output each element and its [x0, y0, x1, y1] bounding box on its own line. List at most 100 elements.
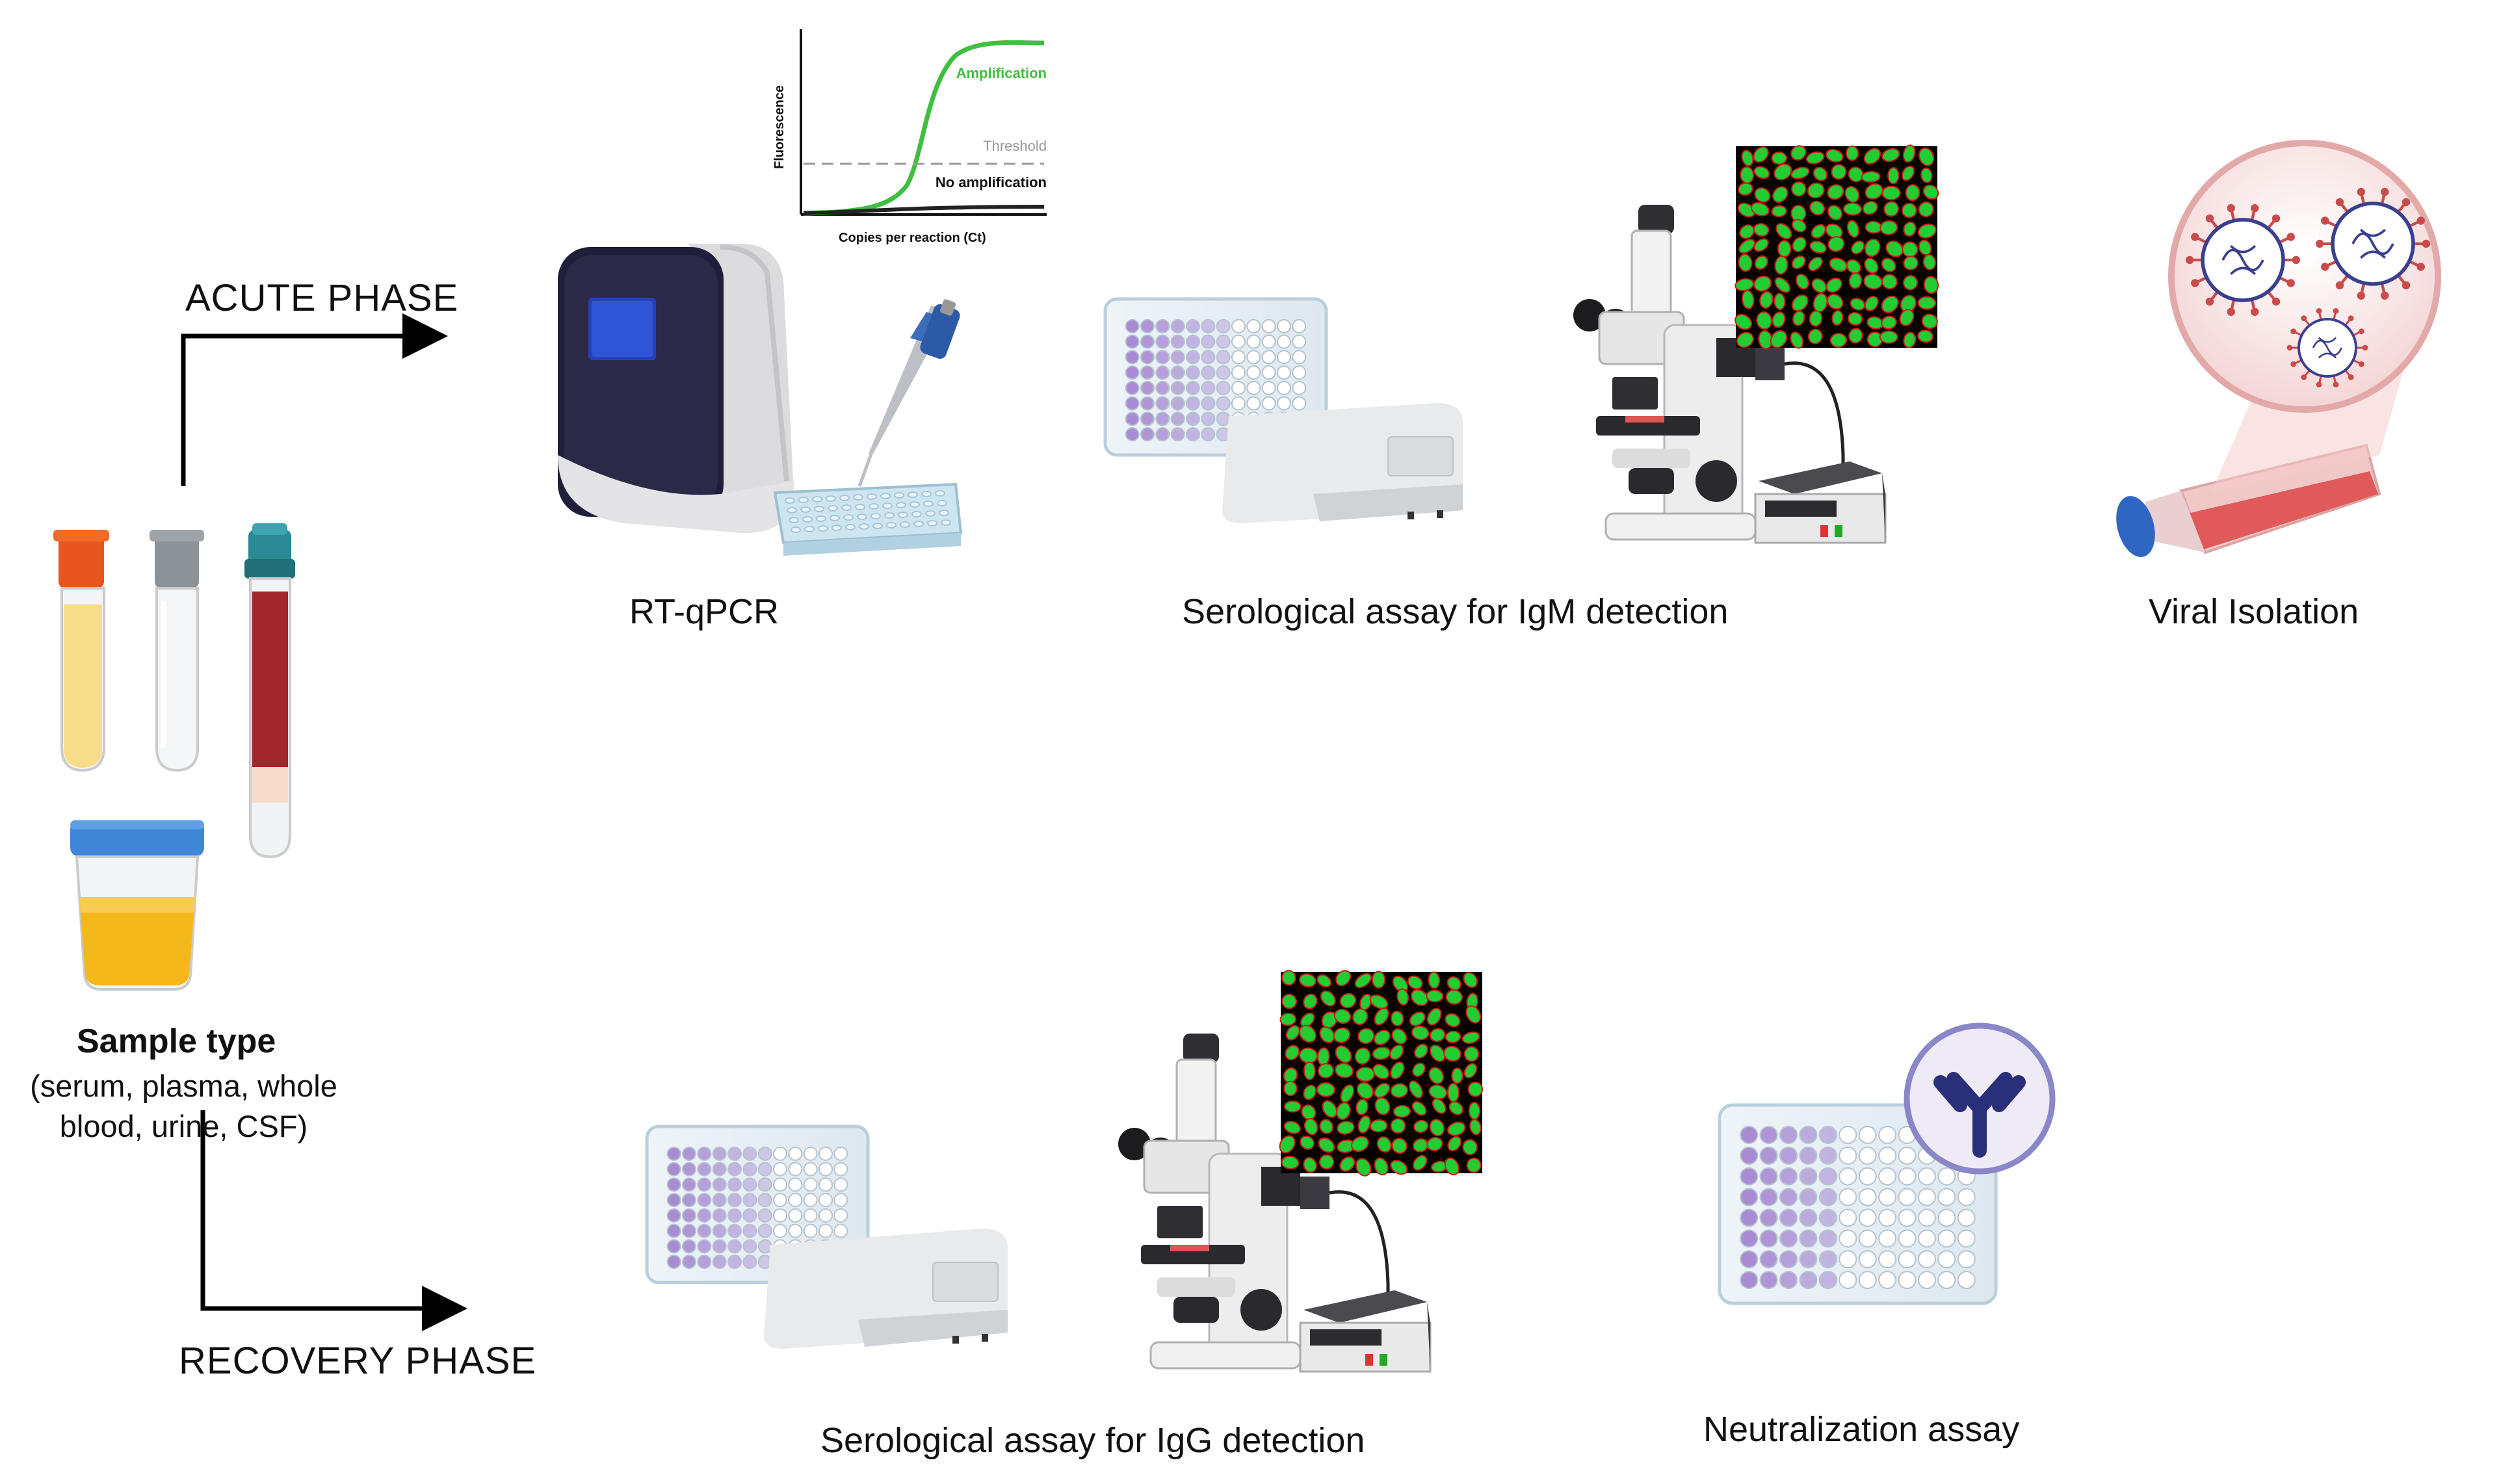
- plate-well: [1937, 1250, 1956, 1269]
- plate-well: [1216, 396, 1231, 411]
- plate-well: [697, 1162, 712, 1177]
- fluorescent-cell: [1407, 975, 1423, 990]
- fluorescent-cell: [1848, 328, 1863, 344]
- plate-well: [1170, 319, 1185, 333]
- plate-well: [1957, 1208, 1976, 1227]
- plate-well: [682, 1223, 696, 1238]
- fluorescent-cell: [1318, 1154, 1335, 1170]
- plate-well: [666, 1193, 681, 1208]
- fluorescent-cell: [1351, 1136, 1369, 1152]
- copies-axis-label: Copies per reaction (Ct): [839, 231, 986, 245]
- fluorescent-cell: [1411, 1101, 1427, 1116]
- fluorescent-cell: [1447, 1082, 1460, 1102]
- fluorescent-cell: [1355, 1066, 1375, 1082]
- plate-well: [1186, 411, 1200, 426]
- plate-well: [803, 1193, 818, 1208]
- plate-well: [1155, 396, 1170, 411]
- fluorescent-cell: [1811, 224, 1826, 239]
- fluorescent-cell: [1846, 220, 1860, 238]
- fluorescent-cell: [1444, 1157, 1460, 1176]
- plate-well: [1759, 1208, 1778, 1227]
- fluorescent-cell: [1393, 1104, 1411, 1118]
- fluorescent-cell: [1339, 993, 1357, 1009]
- plate-well: [757, 1239, 772, 1254]
- fluorescent-cell: [1827, 236, 1845, 252]
- fluorescent-cell: [1426, 989, 1444, 1003]
- plate-well: [1740, 1250, 1759, 1269]
- igg-power-supply: [1299, 1290, 1432, 1373]
- plate-well: [1155, 411, 1170, 426]
- virus-particle-3: [2286, 307, 2368, 388]
- plate-well: [697, 1177, 712, 1192]
- plate-well: [833, 1223, 848, 1238]
- fluorescent-cell: [1807, 328, 1823, 345]
- plate-well: [712, 1177, 727, 1192]
- plate-well: [773, 1208, 787, 1223]
- fluorescent-cell: [1376, 1136, 1392, 1153]
- plate-well: [1170, 334, 1185, 349]
- plate-well: [1261, 319, 1276, 333]
- fluorescent-cell: [1445, 1013, 1461, 1028]
- plate-well: [788, 1146, 803, 1161]
- plate-well: [1246, 396, 1261, 411]
- fluorescent-cell: [1920, 167, 1933, 183]
- fluorescent-cell: [1319, 1026, 1335, 1043]
- fluorescent-cell: [1390, 1118, 1406, 1134]
- fluorescent-cell: [1813, 166, 1828, 181]
- fluorescent-cell: [1467, 1081, 1484, 1097]
- fluorescent-cell: [1922, 254, 1937, 270]
- rtqpcr-machine: [558, 244, 794, 534]
- plate-well: [773, 1162, 787, 1177]
- fluorescent-cell: [1775, 223, 1792, 240]
- plate-well: [1878, 1271, 1897, 1290]
- fluorescent-cell: [1318, 1137, 1335, 1153]
- fluorescent-cell: [1790, 166, 1810, 179]
- plate-well: [682, 1162, 696, 1177]
- fluorescent-cell: [1281, 993, 1297, 1009]
- plate-well: [1201, 350, 1216, 365]
- fluorescent-cell: [1827, 184, 1844, 200]
- plate-well: [833, 1177, 848, 1192]
- fluorescent-cell: [1426, 1136, 1443, 1152]
- fluorescent-cell: [1411, 1025, 1430, 1041]
- recovery-phase-arrow: [200, 1110, 467, 1331]
- plate-well: [1957, 1250, 1976, 1269]
- fluorescent-cell: [1738, 239, 1756, 254]
- fluorescent-cell: [1905, 184, 1920, 202]
- plate-well: [1246, 380, 1261, 395]
- fluorescent-cell: [1881, 148, 1900, 163]
- plate-well: [1898, 1146, 1917, 1165]
- fluorescent-cell: [1408, 1080, 1423, 1099]
- plate-well: [666, 1146, 681, 1161]
- fluorescent-cell: [1354, 973, 1372, 989]
- fluorescent-cell: [1409, 1011, 1426, 1026]
- plate-well: [1799, 1208, 1818, 1227]
- plate-well: [1779, 1167, 1798, 1186]
- fluorescent-cell: [1808, 256, 1823, 272]
- plate-well: [1186, 365, 1200, 380]
- plate-well: [1799, 1271, 1818, 1290]
- plate-well: [1878, 1229, 1897, 1248]
- plate-well: [1898, 1167, 1917, 1186]
- fluorescent-cell: [1300, 1135, 1315, 1150]
- fluorescent-cell: [1902, 275, 1918, 291]
- fluorescent-cell: [1333, 1027, 1351, 1043]
- fluorescent-cell: [1772, 311, 1786, 328]
- plate-well: [788, 1177, 803, 1192]
- fluorescent-cell: [1463, 1063, 1478, 1079]
- plate-well: [818, 1177, 833, 1192]
- fluorescent-cell: [1412, 1154, 1428, 1171]
- neutralization-assay-label: Neutralization assay: [1703, 1410, 2020, 1449]
- plate-well: [1779, 1229, 1798, 1248]
- plate-well: [1878, 1146, 1897, 1165]
- plate-well: [1839, 1188, 1857, 1206]
- plate-well: [1292, 334, 1307, 349]
- fluorescent-cell: [1809, 310, 1823, 327]
- fluorescent-cell: [1283, 1121, 1301, 1134]
- fluorescent-cell: [1807, 182, 1825, 199]
- igm-power-supply: [1754, 462, 1887, 544]
- plate-well: [1186, 380, 1200, 395]
- amplification-label: Amplification: [956, 65, 1047, 81]
- plate-well: [1292, 319, 1307, 333]
- fluorescent-cell: [1738, 254, 1753, 272]
